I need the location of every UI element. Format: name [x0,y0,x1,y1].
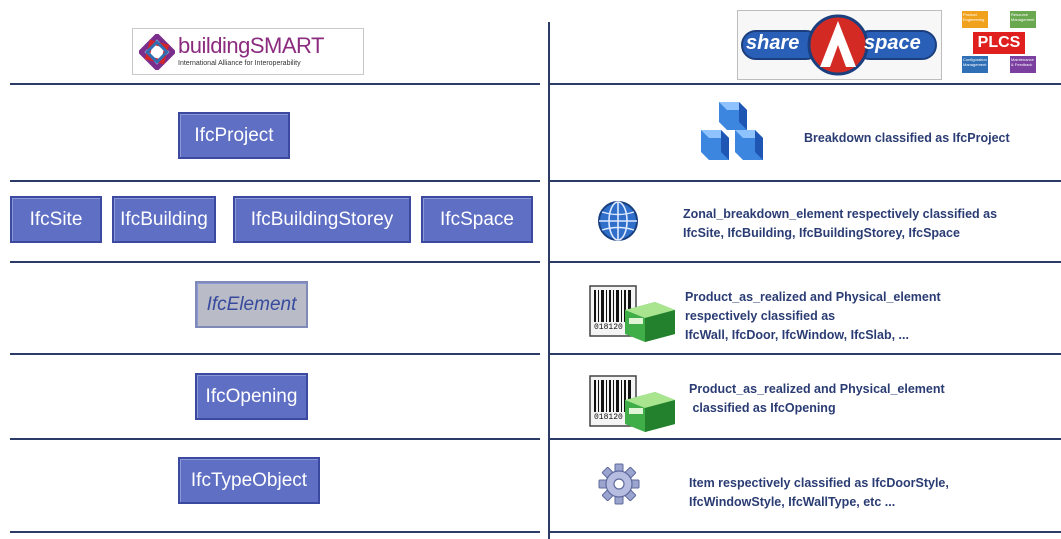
ifc-building-box: IfcBuilding [112,196,216,243]
row-divider [550,353,1061,355]
plcs-quadrant: Resource Management [1010,11,1036,28]
share-a-space-logo: share space [737,10,942,80]
row-description: Zonal_breakdown_element respectively cla… [683,205,997,243]
gear-icon [598,463,640,505]
row-description: Product_as_realized and Physical_element… [685,288,941,345]
row-description: Breakdown classified as IfcProject [804,129,1010,148]
buildingsmart-emblem-icon [139,34,175,70]
description-line: Item respectively classified as IfcDoorS… [689,476,949,490]
plcs-label: PLCS [973,32,1025,54]
row-divider [10,261,540,263]
ifc-space-box: IfcSpace [421,196,533,243]
barcode-number: 018120 [594,323,623,332]
ifc-element-box: IfcElement [195,281,308,328]
row-divider [10,180,540,182]
ifc-site-box: IfcSite [10,196,102,243]
row-divider [550,261,1061,263]
plcs-quadrant: Product Engineering [962,11,988,28]
plcs-logo: Product Engineering Resource Management … [958,10,1040,74]
description-line: Product_as_realized and Physical_element [689,382,945,396]
row-divider [10,353,540,355]
description-line: classified as IfcOpening [689,401,836,415]
buildingsmart-logo: buildingSMART International Alliance for… [132,28,364,75]
row-divider [10,531,540,533]
ifc-type-object-box: IfcTypeObject [178,457,320,504]
description-line: respectively classified as [685,309,836,323]
row-divider [550,438,1061,440]
row-divider [550,180,1061,182]
buildingsmart-title: buildingSMART [178,33,324,58]
description-line: Breakdown classified as IfcProject [804,131,1010,145]
description-line: IfcWall, IfcDoor, IfcWindow, IfcSlab, ..… [685,328,909,342]
globe-icon [598,201,638,241]
ifc-opening-box: IfcOpening [195,373,308,420]
row-divider [550,83,1061,85]
ifc-building-storey-box: IfcBuildingStorey [233,196,411,243]
column-divider [548,22,550,539]
description-line: IfcWindowStyle, IfcWallType, etc ... [689,495,896,509]
blue-cubes-icon [701,102,763,160]
share-a-space-emblem-icon [741,14,937,76]
barcode-box-icon: 018120 [589,370,679,436]
buildingsmart-subtitle: International Alliance for Interoperabil… [178,60,301,67]
plcs-quadrant: Maintenance & Feedback [1010,56,1036,73]
share-word: share [746,32,800,54]
row-divider [10,438,540,440]
plcs-quadrant: Configuration Management [962,56,988,73]
row-divider [10,83,540,85]
barcode-number: 018120 [594,413,623,422]
row-description: Product_as_realized and Physical_element… [689,380,945,418]
row-divider [550,531,1061,533]
row-description: Item respectively classified as IfcDoorS… [689,474,949,512]
description-line: IfcSite, IfcBuilding, IfcBuildingStorey,… [683,226,960,240]
description-line: Zonal_breakdown_element respectively cla… [683,207,998,221]
space-word: space [864,32,921,54]
barcode-box-icon: 018120 [589,280,679,346]
ifc-project-box: IfcProject [178,112,290,159]
description-line: Product_as_realized and Physical_element [685,290,941,304]
